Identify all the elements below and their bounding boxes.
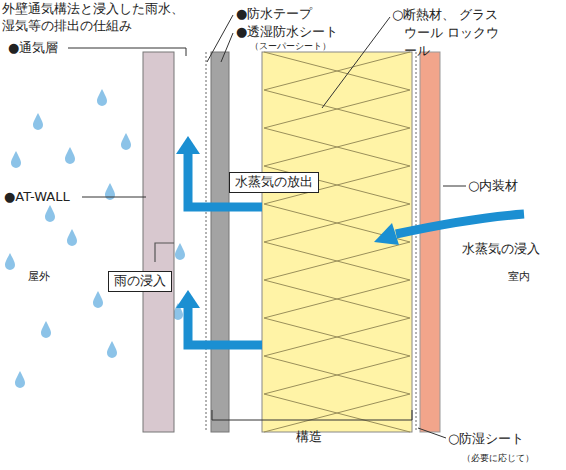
text-label: 構造 <box>296 428 322 446</box>
text-label: 室内 <box>508 270 530 285</box>
text-label: ●防水テープ <box>236 5 312 23</box>
text-label: ●透湿防水シート <box>236 23 338 41</box>
at-wall-panel <box>143 52 174 432</box>
text-label: ○防湿シート <box>448 430 524 448</box>
text-label: ○内装材 <box>468 177 518 195</box>
text-label: ●AT-WALL <box>4 188 70 206</box>
text-label: ○断熱材、 グラスウール ロックウール <box>392 6 500 60</box>
waterproof-tape <box>206 52 207 432</box>
text-label: ●通気層 <box>8 39 58 57</box>
text-label: （スーパーシート） <box>250 40 331 52</box>
diagram-title: 外壁通気構法と浸入した雨水、 湿気等の排出の仕組み <box>2 1 190 35</box>
structure-bracket <box>212 410 412 420</box>
insulation-zigzag <box>264 52 410 432</box>
text-label: （必要に応じて） <box>462 452 534 464</box>
zigzag-stroke <box>264 52 410 432</box>
box-text: 水蒸気の放出 <box>235 174 313 191</box>
text-box: 雨の浸入 <box>108 271 172 292</box>
leader-lines <box>68 15 466 438</box>
text-label: 屋外 <box>28 270 50 285</box>
interior-finish <box>420 52 440 432</box>
insulation <box>262 52 412 432</box>
text-box: 水蒸気の放出 <box>229 172 319 193</box>
vapour-barrier <box>416 52 417 432</box>
text-label: 水蒸気の浸入 <box>462 240 540 258</box>
box-text: 雨の浸入 <box>114 273 166 290</box>
zigzag-stroke <box>264 52 410 432</box>
panel-joint <box>155 243 174 262</box>
arrow-heads <box>176 136 399 308</box>
breathable-sheet <box>211 52 229 432</box>
